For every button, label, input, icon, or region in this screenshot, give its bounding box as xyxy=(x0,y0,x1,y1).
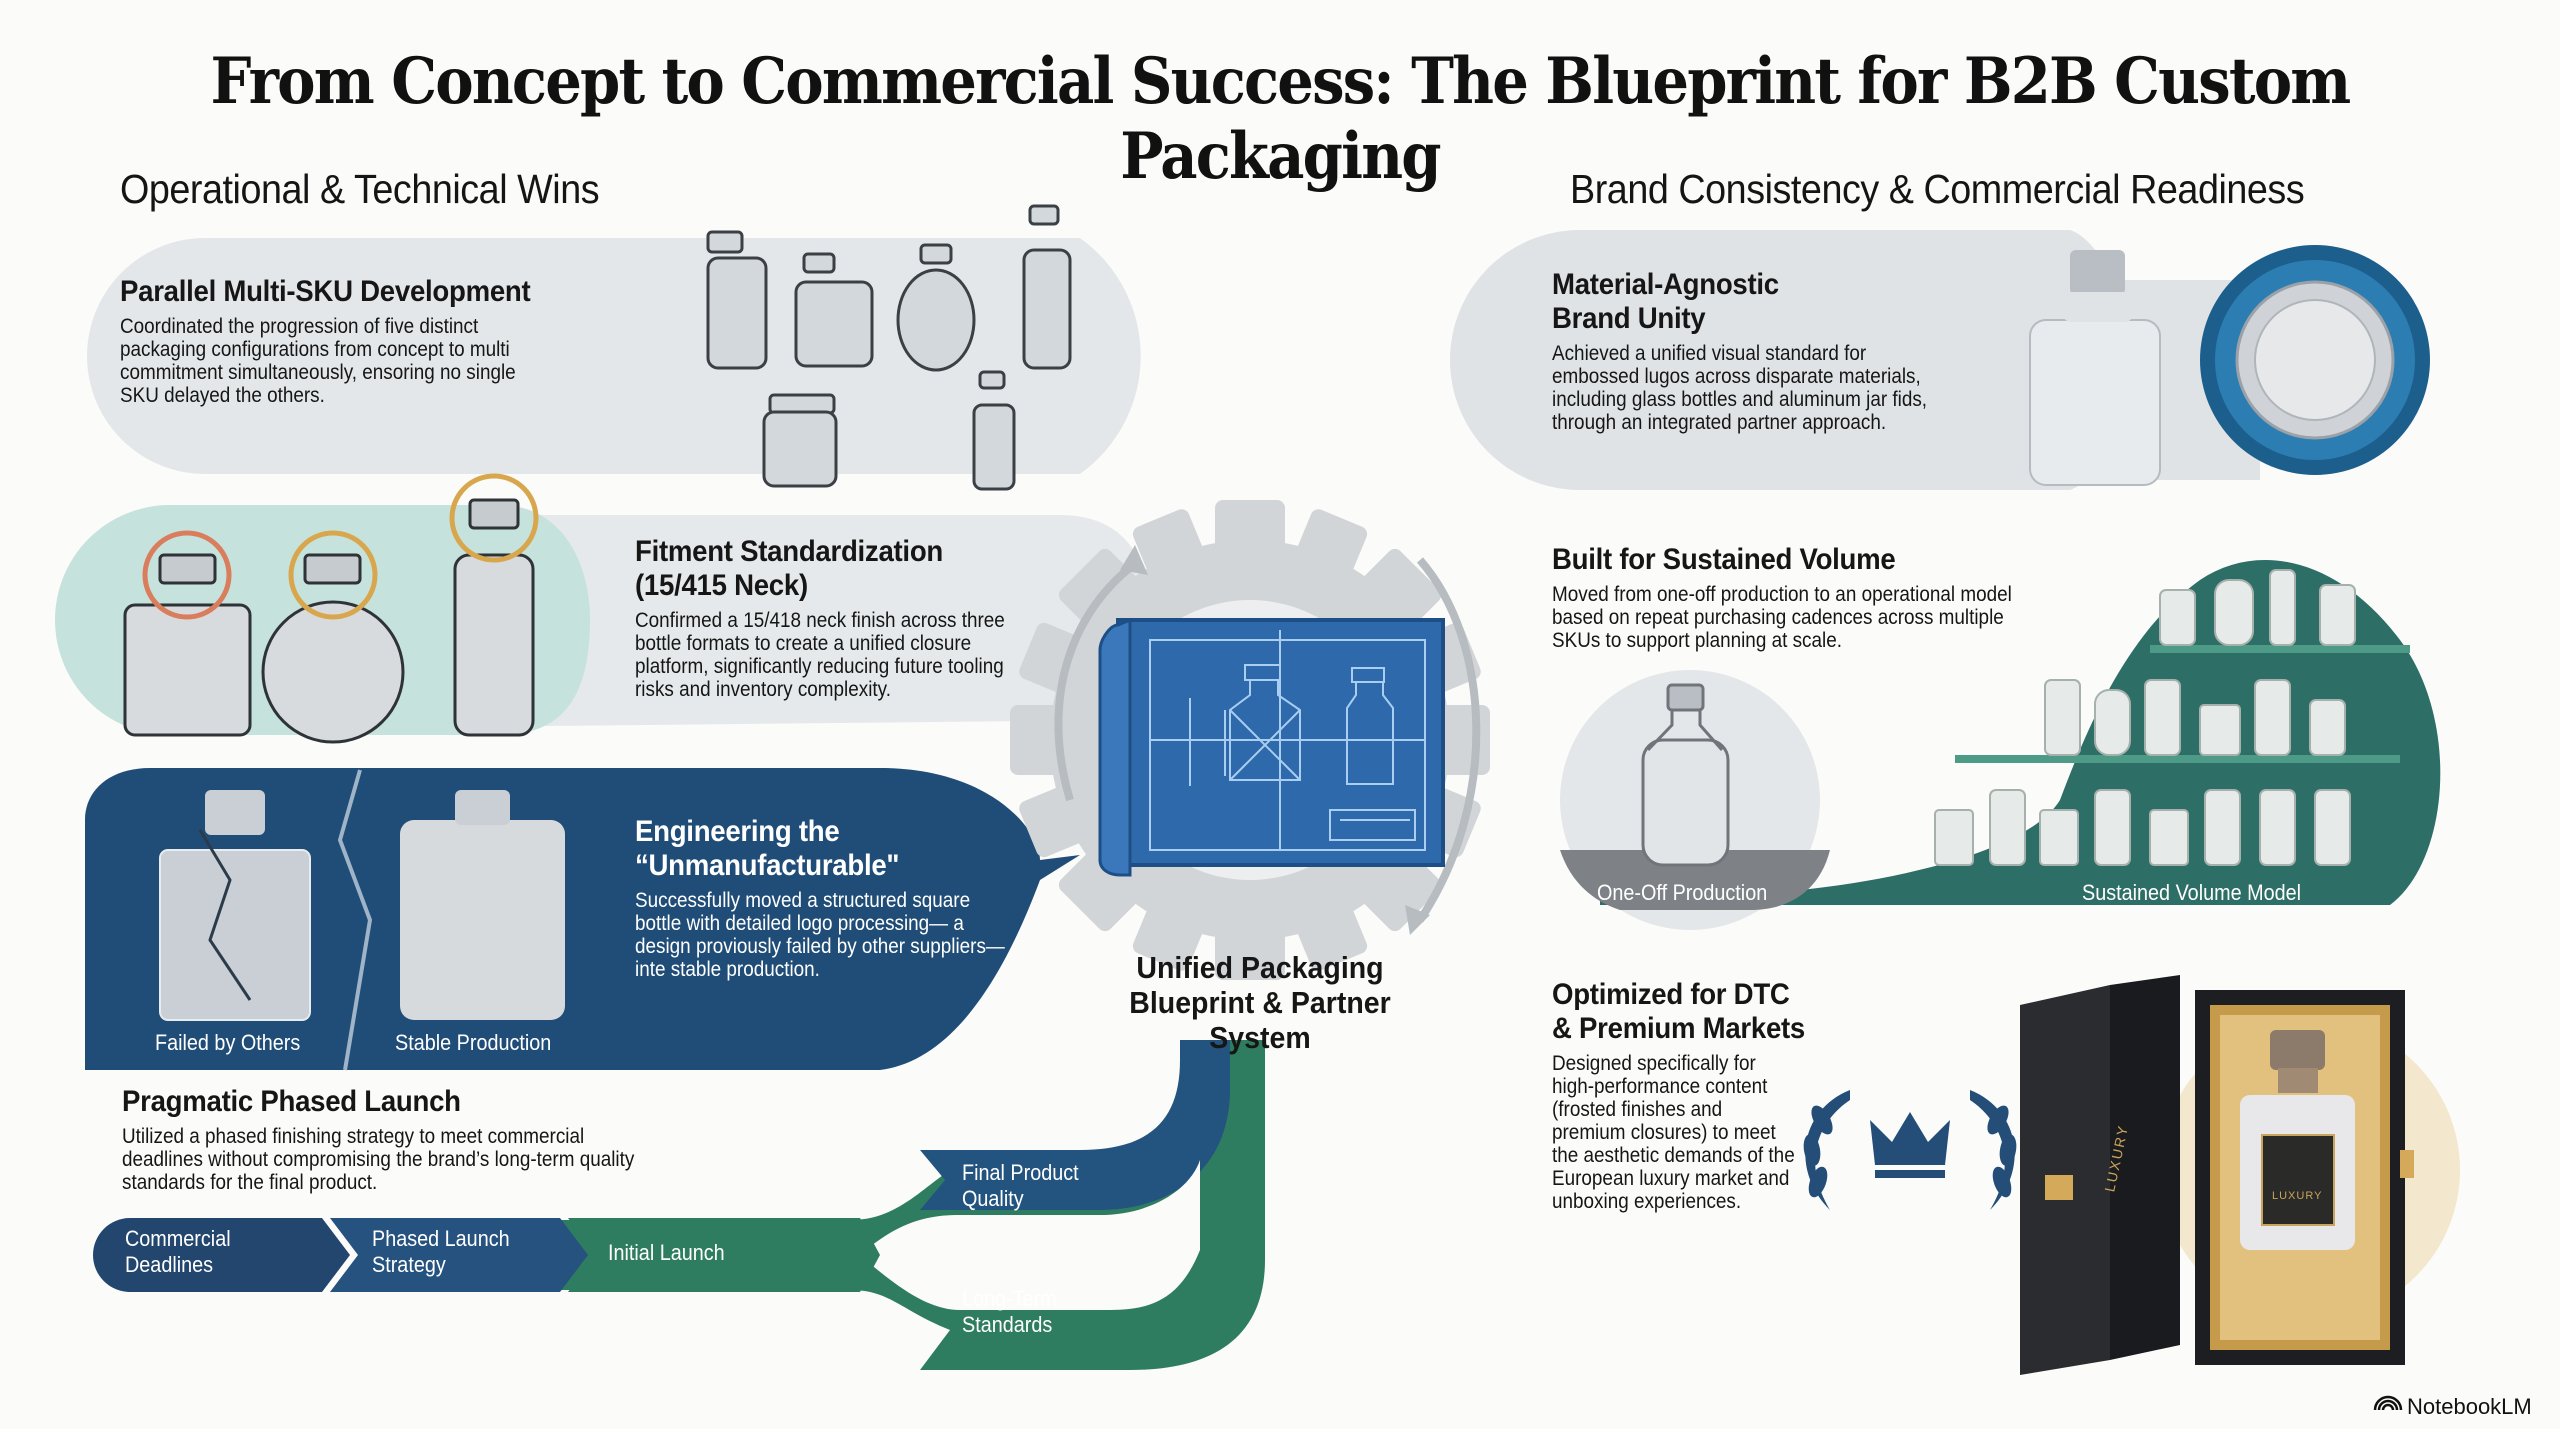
card-title: Material-Agnostic Brand Unity xyxy=(1552,268,1779,335)
flow-step-initial-launch: Initial Launch xyxy=(608,1240,725,1265)
card-fitment-standardization: Fitment Standardization (15/415 Neck) Co… xyxy=(635,535,1075,701)
card3-navy-shape xyxy=(85,768,1080,1070)
card-title: Built for Sustained Volume xyxy=(1552,543,1896,576)
flow-gap xyxy=(860,1160,1200,1310)
flow-branch-long-term-standards: Long-Term Standards xyxy=(962,1286,1057,1337)
cycle-arrow-right xyxy=(1416,557,1481,923)
card-body: Utilized a phased finishing strategy to … xyxy=(122,1125,635,1194)
card-body: Moved from one-off production to an oper… xyxy=(1552,583,2012,652)
right-card1-pill xyxy=(1450,230,2130,490)
left-section-heading: Operational & Technical Wins xyxy=(120,166,600,212)
card-engineering-unmanufacturable: Engineering the “Unmanufacturable" Succe… xyxy=(635,815,1055,981)
label-stable-production: Stable Production xyxy=(395,1030,552,1055)
shelf-1 xyxy=(2150,645,2410,653)
notebooklm-logo-icon xyxy=(2373,1395,2403,1411)
shelf-2 xyxy=(1955,755,2400,763)
flow-step-commercial-deadlines: Commercial Deadlines xyxy=(125,1226,231,1277)
card-body: Confirmed a 15/418 neck finish across th… xyxy=(635,609,1005,701)
embossed-bottle-icon xyxy=(2029,250,2161,486)
laurel-crown-icon xyxy=(1803,1090,2017,1210)
card-title: Engineering the “Unmanufacturable" xyxy=(635,815,900,882)
card-title: Optimized for DTC & Premium Markets xyxy=(1552,978,1806,1045)
flow-navy-branch xyxy=(920,1040,1230,1210)
one-off-label-band xyxy=(1560,850,1830,910)
card1-pill xyxy=(87,238,1141,474)
arrow-head-left xyxy=(1120,545,1148,575)
page-title: From Concept to Commercial Success: The … xyxy=(210,44,2352,194)
card-body: Successfully moved a structured square b… xyxy=(635,889,1005,981)
notebooklm-brand: NotebookLM xyxy=(2407,1394,2532,1419)
cycle-arrow-left xyxy=(1054,556,1143,802)
label-one-off-production: One-Off Production xyxy=(1597,880,1768,905)
bottle-luxury-label: LUXURY xyxy=(2272,1190,2323,1202)
flow-step-3-shape xyxy=(568,1218,880,1292)
card-body: Coordinated the progression of five dist… xyxy=(120,315,516,407)
card-body: Achieved a unified visual standard for e… xyxy=(1552,342,1928,434)
card-parallel-multi-sku: Parallel Multi-SKU Development Coordinat… xyxy=(120,275,640,407)
neck-fitment-bottles-icon xyxy=(123,473,539,744)
flow-step-phased-launch-strategy: Phased Launch Strategy xyxy=(372,1226,510,1277)
flow-step-1-shape xyxy=(93,1218,350,1292)
label-failed-by-others: Failed by Others xyxy=(155,1030,301,1055)
card-dtc-premium: Optimized for DTC & Premium Markets Desi… xyxy=(1552,978,1832,1213)
one-off-bottle-icon xyxy=(1641,683,1730,867)
card-body: Designed specifically for high-performan… xyxy=(1552,1052,1795,1213)
center-caption: Unified Packaging Blueprint & Partner Sy… xyxy=(1129,950,1391,1055)
luxury-box-icon xyxy=(2020,975,2414,1375)
card3-divider xyxy=(337,769,373,1071)
flow-branch-final-product-quality: Final Product Quality xyxy=(962,1160,1079,1211)
card-pragmatic-phased-launch: Pragmatic Phased Launch Utilized a phase… xyxy=(122,1085,722,1194)
sku-bottles-icon xyxy=(706,204,1072,491)
card-material-agnostic: Material-Agnostic Brand Unity Achieved a… xyxy=(1552,268,1992,434)
card-title: Parallel Multi-SKU Development xyxy=(120,275,531,308)
shelf-bottles-icon xyxy=(1934,569,2356,866)
label-sustained-volume-model: Sustained Volume Model xyxy=(2082,880,2302,905)
card-title: Pragmatic Phased Launch xyxy=(122,1085,461,1118)
right-section-heading: Brand Consistency & Commercial Readiness xyxy=(1570,166,2305,212)
card-sustained-volume: Built for Sustained Volume Moved from on… xyxy=(1552,543,2072,652)
blueprint-icon xyxy=(1098,617,1445,877)
square-bottle-comparison-icon xyxy=(159,790,565,1021)
flow-step-2-shape xyxy=(330,1218,588,1292)
arrow-head-right xyxy=(1405,905,1430,935)
card-title: Fitment Standardization (15/415 Neck) xyxy=(635,535,943,602)
